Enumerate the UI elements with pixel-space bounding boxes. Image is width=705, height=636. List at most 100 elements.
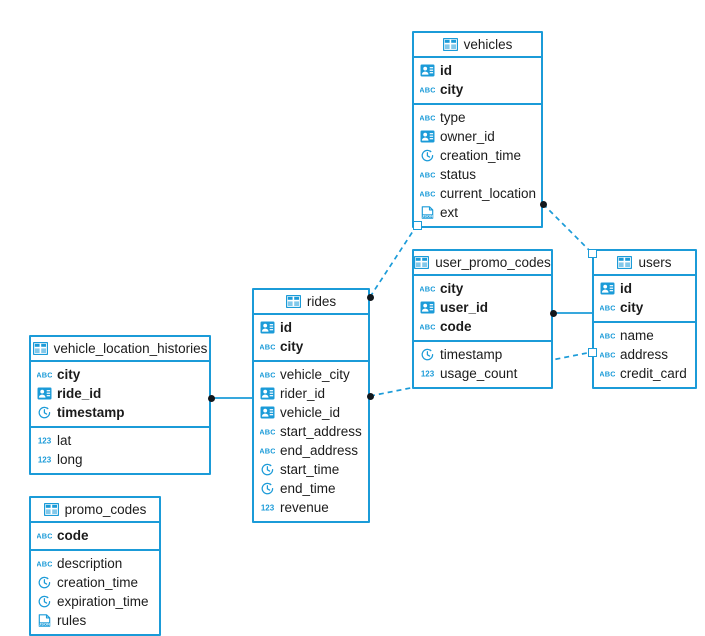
123-number-icon: 123 xyxy=(260,501,275,515)
column-field[interactable]: end_time xyxy=(254,479,368,498)
clock-timestamp-icon xyxy=(260,482,275,496)
field-name: vehicle_city xyxy=(280,366,350,382)
field-name: status xyxy=(440,166,477,182)
abc-string-icon: ABC xyxy=(600,301,615,315)
column-field[interactable]: vehicle_id xyxy=(254,403,368,422)
field-name: city xyxy=(440,81,464,97)
column-field[interactable]: timestamp xyxy=(414,345,551,364)
field-name: vehicle_id xyxy=(280,404,341,420)
entity-header[interactable]: vehicles xyxy=(414,33,541,58)
relationship-rides-vehicles[interactable] xyxy=(369,224,418,298)
entity-header[interactable]: users xyxy=(594,251,695,276)
table-icon xyxy=(285,294,301,309)
uuid-person-card-icon xyxy=(600,282,615,296)
clock-timestamp-icon xyxy=(420,348,435,362)
column-field[interactable]: ABC vehicle_city xyxy=(254,365,368,384)
entity-header[interactable]: rides xyxy=(254,290,368,315)
column-field[interactable]: creation_time xyxy=(31,573,159,592)
primary-key-field[interactable]: timestamp xyxy=(31,403,209,422)
entity-title: users xyxy=(638,254,672,270)
column-field[interactable]: ABC status xyxy=(414,165,541,184)
svg-text:ABC: ABC xyxy=(260,427,275,436)
entity-header[interactable]: vehicle_location_histories xyxy=(31,337,209,362)
svg-text:123: 123 xyxy=(38,455,52,464)
json-icon: JSON xyxy=(420,205,435,220)
field-name: code xyxy=(440,318,472,334)
uuid-person-card-icon xyxy=(37,387,52,401)
abc-string-icon: ABC xyxy=(600,329,615,343)
relationship-line xyxy=(369,224,418,298)
column-field[interactable]: ABC start_address xyxy=(254,422,368,441)
abc-string-icon: ABC xyxy=(420,83,435,97)
svg-text:ABC: ABC xyxy=(420,170,435,179)
entity-header[interactable]: promo_codes xyxy=(31,498,159,523)
abc-string-icon: ABC xyxy=(37,529,52,543)
column-field[interactable]: start_time xyxy=(254,460,368,479)
svg-text:ABC: ABC xyxy=(260,370,275,379)
column-field[interactable]: owner_id xyxy=(414,127,541,146)
column-field[interactable]: rider_id xyxy=(254,384,368,403)
field-name: code xyxy=(57,527,89,543)
field-name: end_time xyxy=(280,480,336,496)
table-icon xyxy=(442,37,458,52)
abc-string-icon: ABC xyxy=(420,320,435,334)
field-name: credit_card xyxy=(620,365,687,381)
primary-key-field[interactable]: ride_id xyxy=(31,384,209,403)
column-field[interactable]: creation_time xyxy=(414,146,541,165)
many-marker-user_promo_codes-users-from xyxy=(549,309,557,317)
primary-key-field[interactable]: id xyxy=(414,61,541,80)
entity-title: rides xyxy=(306,293,337,309)
svg-text:ABC: ABC xyxy=(37,370,52,379)
field-name: start_address xyxy=(280,423,362,439)
uuid-person-card-icon xyxy=(260,387,275,401)
abc-string-icon: ABC xyxy=(260,425,275,439)
entity-header[interactable]: user_promo_codes xyxy=(414,251,551,276)
svg-text:ABC: ABC xyxy=(420,189,435,198)
primary-key-field[interactable]: ABC city xyxy=(414,80,541,99)
primary-key-field[interactable]: id xyxy=(254,318,368,337)
primary-key-field[interactable]: id xyxy=(594,279,695,298)
svg-text:ABC: ABC xyxy=(260,342,275,351)
relationship-line xyxy=(542,203,593,254)
primary-key-field[interactable]: user_id xyxy=(414,298,551,317)
abc-string-icon: ABC xyxy=(260,340,275,354)
primary-key-field[interactable]: ABC code xyxy=(31,526,159,545)
field-name: type xyxy=(440,109,466,125)
field-name: end_address xyxy=(280,442,359,458)
primary-key-field[interactable]: ABC code xyxy=(414,317,551,336)
column-field[interactable]: expiration_time xyxy=(31,592,159,611)
field-name: expiration_time xyxy=(57,593,149,609)
relationship-vehicles-users[interactable] xyxy=(542,203,593,254)
svg-text:ABC: ABC xyxy=(420,322,435,331)
